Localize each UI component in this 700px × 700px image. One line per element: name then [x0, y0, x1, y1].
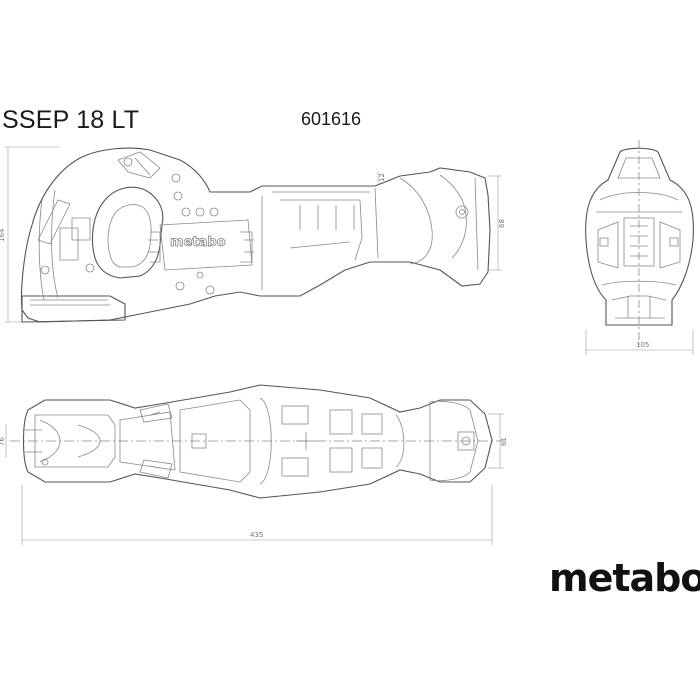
metabo-logo: metabo	[549, 556, 700, 600]
right-dimension-label: 61	[500, 437, 508, 446]
width-dimension-label: 105	[636, 341, 649, 349]
side-view: 164 metabo	[0, 146, 506, 323]
length-dimension-label: 435	[250, 531, 263, 539]
blade-dimension-label: 12	[378, 173, 386, 182]
model-title: SSEP 18 LT	[2, 106, 140, 134]
nose-dimension-label: 68	[498, 219, 506, 228]
left-dimension-label: 76	[0, 437, 6, 446]
front-view: 105	[585, 140, 694, 355]
height-dimension-label: 164	[0, 228, 6, 242]
side-view-logo: metabo	[170, 235, 226, 250]
top-view: 76 61 435	[0, 384, 508, 545]
article-number: 601616	[301, 109, 362, 129]
